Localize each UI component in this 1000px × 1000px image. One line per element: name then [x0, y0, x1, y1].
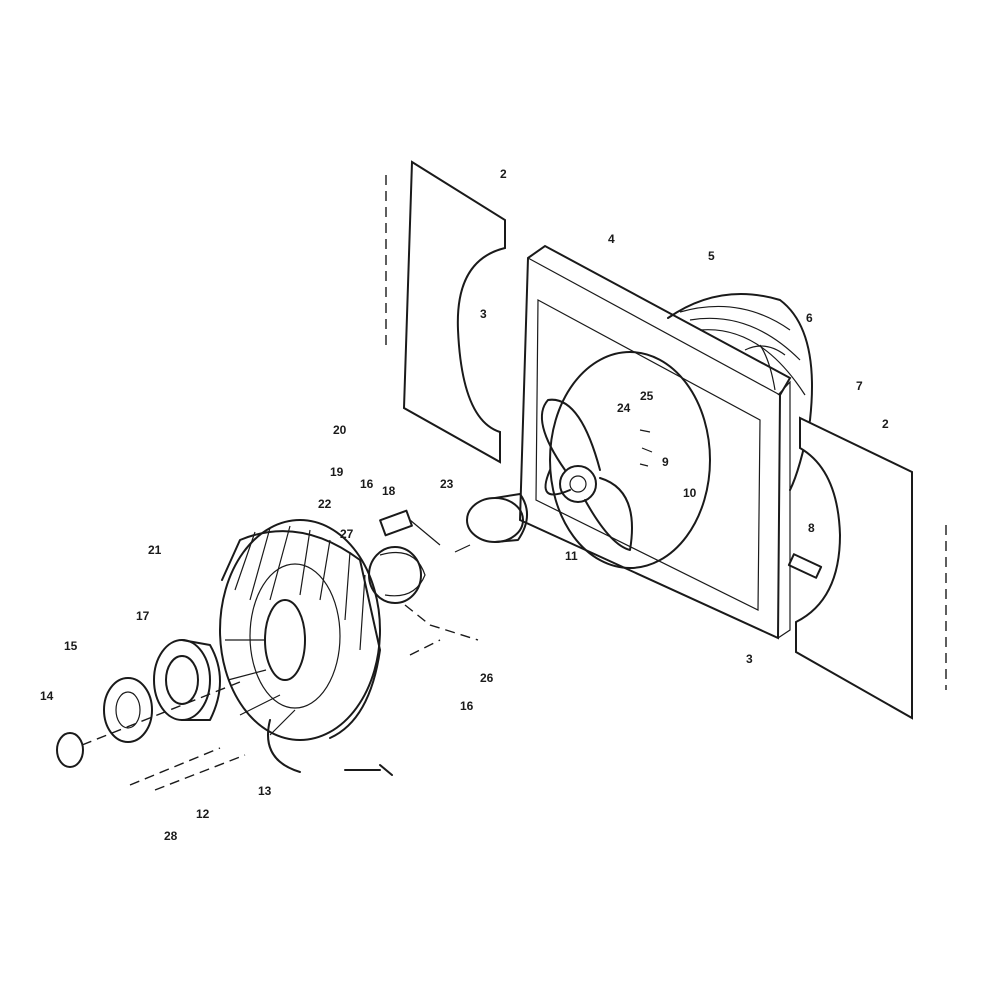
callout-25: 25 — [640, 389, 654, 403]
callout-5: 5 — [708, 249, 715, 263]
fan-blade — [540, 398, 653, 551]
callout-14: 14 — [40, 689, 54, 703]
screws — [129, 747, 393, 791]
right-side-panel — [787, 416, 947, 720]
callout-24: 24 — [617, 401, 631, 415]
callout-2: 2 — [882, 417, 889, 431]
callout-labels: 2233456789101112131415161617181920212223… — [40, 167, 889, 843]
callout-13: 13 — [258, 784, 272, 798]
left-side-panel — [385, 160, 506, 464]
callout-9: 9 — [662, 455, 669, 469]
callout-3: 3 — [746, 652, 753, 666]
callout-8: 8 — [808, 521, 815, 535]
blower-grille — [219, 519, 381, 773]
washer-and-nut — [56, 677, 246, 768]
callout-6: 6 — [806, 311, 813, 325]
callout-22: 22 — [318, 497, 332, 511]
callout-21: 21 — [148, 543, 162, 557]
callout-11: 11 — [565, 549, 578, 563]
fan-motor — [454, 493, 528, 553]
callout-27: 27 — [340, 527, 354, 541]
callout-23: 23 — [440, 477, 454, 491]
callout-4: 4 — [608, 232, 615, 246]
callout-16: 16 — [460, 699, 474, 713]
callout-12: 12 — [196, 807, 210, 821]
callout-28: 28 — [164, 829, 178, 843]
callout-26: 26 — [480, 671, 494, 685]
callout-3: 3 — [480, 307, 487, 321]
callout-2: 2 — [500, 167, 507, 181]
control-parts — [368, 509, 479, 656]
rear-blower-wheel — [667, 293, 813, 491]
main-housing — [518, 244, 792, 640]
callout-7: 7 — [856, 379, 863, 393]
callout-15: 15 — [64, 639, 78, 653]
bearing-housing — [153, 639, 221, 721]
callout-17: 17 — [136, 609, 150, 623]
callout-20: 20 — [333, 423, 347, 437]
callout-18: 18 — [382, 484, 396, 498]
callout-10: 10 — [683, 486, 697, 500]
callout-16: 16 — [360, 477, 374, 491]
callout-19: 19 — [330, 465, 344, 479]
